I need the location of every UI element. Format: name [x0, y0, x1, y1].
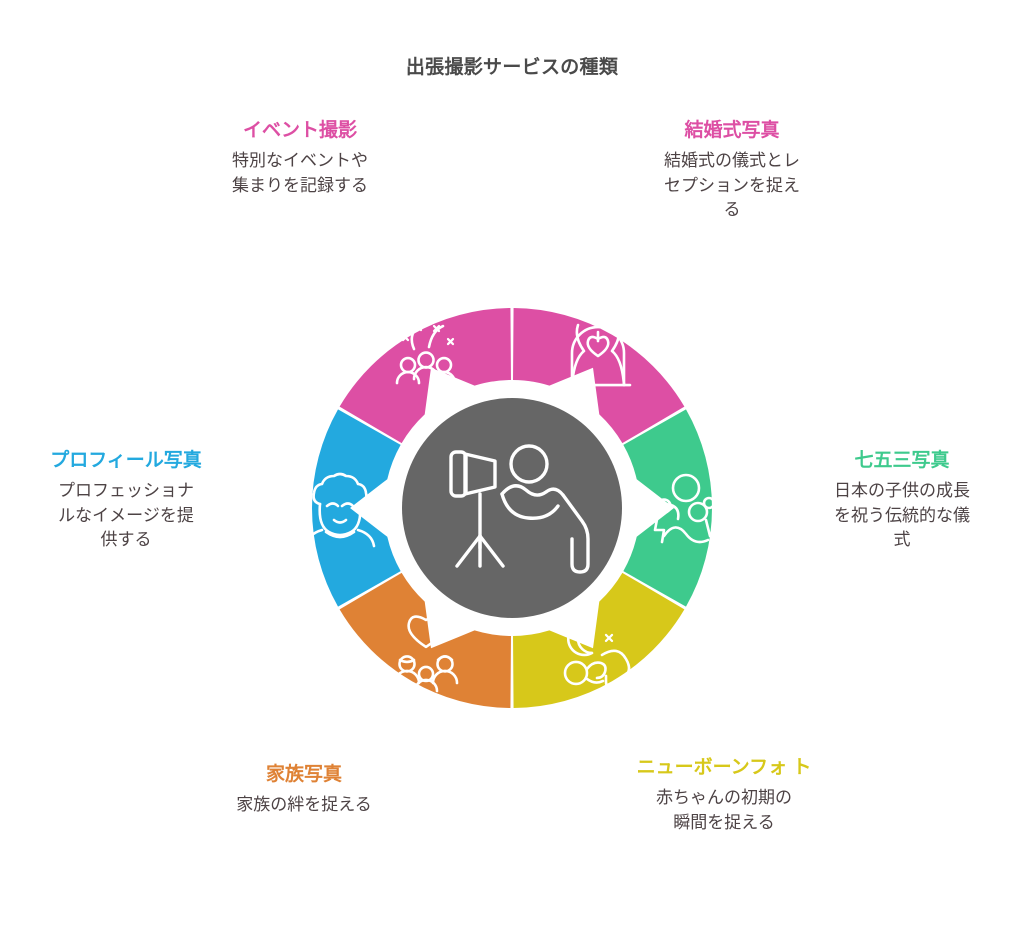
page-title: 出張撮影サービスの種類: [405, 57, 619, 78]
photographer-tripod-icon: [449, 444, 590, 574]
label-title-shichigosan: 七五三写真: [854, 450, 950, 471]
wedding-arch-heart-icon: [564, 323, 632, 387]
segment-shichigosan[interactable]: [623, 409, 716, 607]
label-block-family[interactable]: 家族写真 家族の絆を捉える: [170, 762, 438, 818]
label-desc-shichigosan: 日本の子供の成長 を祝う伝統的な儀 式: [834, 481, 970, 550]
segment-arc-profile[interactable]: [311, 409, 401, 607]
segment-arc-newborn[interactable]: [513, 572, 685, 708]
segment-profile[interactable]: [304, 409, 401, 607]
label-desc-event: 特別なイベントや 集まりを記録する: [232, 151, 368, 195]
confetti-people-icon: [395, 323, 457, 385]
label-title-newborn: ニューボーンフォ ト: [636, 757, 812, 778]
segment-event[interactable]: [339, 308, 511, 444]
center-circle: [402, 398, 622, 618]
segment-arc-family[interactable]: [339, 572, 511, 708]
label-block-shichigosan[interactable]: 七五三写真 日本の子供の成長 を祝う伝統的な儀 式: [786, 448, 1018, 553]
segment-arc-event[interactable]: [339, 308, 511, 444]
label-block-profile[interactable]: プロフィール写真 プロフェッショナ ルなイメージを提 供する: [8, 448, 244, 553]
segment-arc-wedding[interactable]: [513, 308, 685, 444]
label-block-newborn[interactable]: ニューボーンフォ ト 赤ちゃんの初期の 瞬間を捉える: [600, 755, 848, 835]
label-desc-profile: プロフェッショナ ルなイメージを提 供する: [58, 481, 194, 550]
label-title-wedding: 結婚式写真: [684, 120, 780, 141]
segment-wedding[interactable]: [513, 308, 685, 444]
label-desc-newborn: 赤ちゃんの初期の 瞬間を捉える: [656, 788, 792, 832]
segment-family[interactable]: [339, 572, 511, 708]
label-block-event[interactable]: イベント撮影 特別なイベントや 集まりを記録する: [150, 118, 450, 198]
segment-newborn[interactable]: [513, 572, 685, 708]
label-title-profile: プロフィール写真: [50, 450, 202, 471]
label-title-family: 家族写真: [265, 764, 342, 785]
label-block-wedding[interactable]: 結婚式写真 結婚式の儀式とレ セプションを捉え る: [592, 118, 872, 223]
label-title-event: イベント撮影: [242, 120, 357, 141]
smiling-person-portrait-icon: [304, 472, 376, 548]
segment-arc-shichigosan[interactable]: [623, 409, 713, 607]
two-children-icon: [653, 473, 716, 544]
donut-wheel-diagram: [252, 248, 772, 768]
label-desc-wedding: 結婚式の儀式とレ セプションを捉え る: [664, 151, 800, 220]
label-desc-family: 家族の絆を捉える: [236, 795, 372, 815]
moon-sleeping-baby-icon: [563, 621, 631, 689]
wheel-svg: [304, 308, 716, 708]
heart-family-icon: [393, 615, 459, 693]
wheel-segments-layer: [304, 308, 716, 708]
